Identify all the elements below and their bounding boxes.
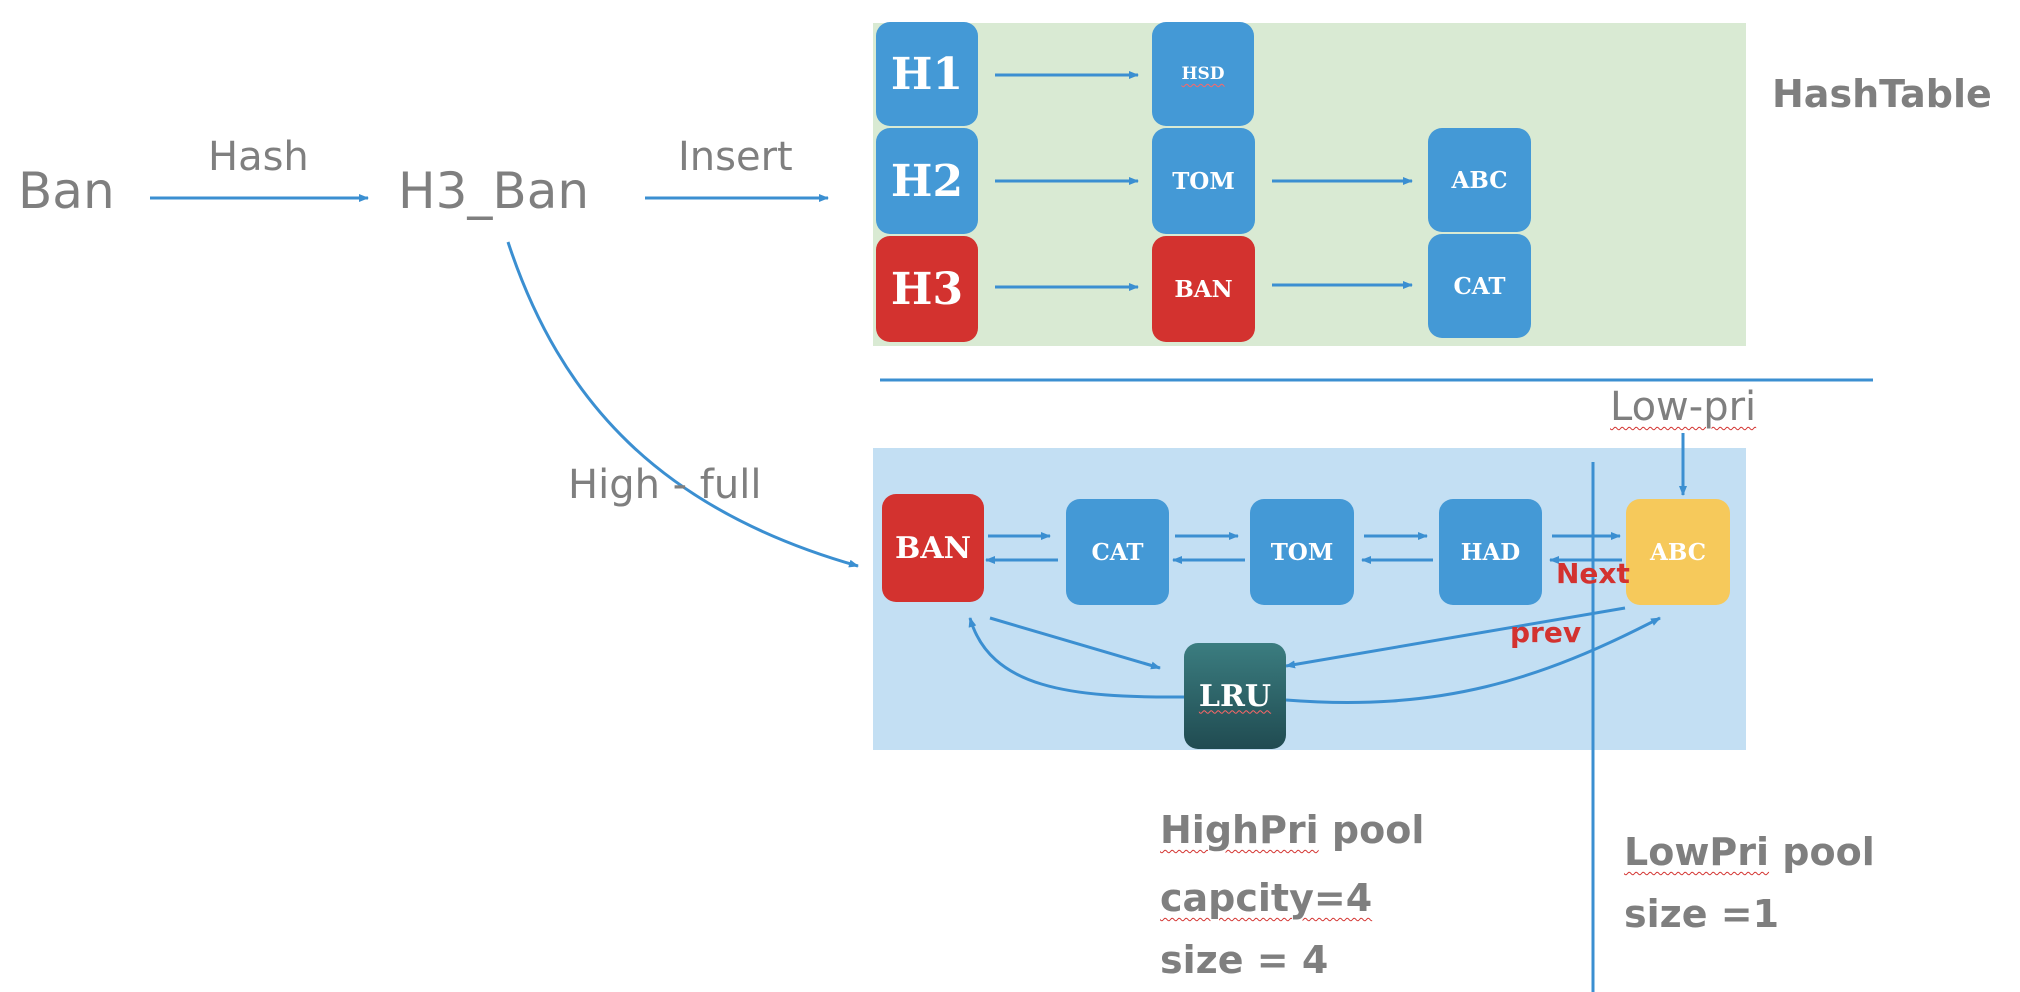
low-pri-text: Low-pri	[1610, 384, 1757, 430]
lru-head-node: LRU	[1184, 643, 1286, 749]
hash-entry-hsd-label: HSD	[1181, 64, 1225, 84]
high-pool-suffix: pool	[1318, 808, 1425, 852]
lru-head-label: LRU	[1198, 678, 1272, 714]
low-pool-title: LowPri pool	[1624, 830, 1875, 874]
hash-table-panel	[873, 23, 1746, 346]
low-pool-size: size =1	[1624, 892, 1780, 936]
high-pool-capacity: capcity=4	[1160, 876, 1372, 920]
prev-label: prev	[1510, 616, 1582, 649]
high-full-arrow	[506, 241, 859, 568]
high-pool-title: HighPri pool	[1160, 808, 1424, 852]
low-pool-suffix: pool	[1769, 830, 1875, 874]
high-pool-capacity-text: capcity=4	[1160, 876, 1373, 920]
hash-entry-hsd: HSD	[1152, 22, 1254, 126]
ban-to-lru-arrow	[989, 616, 1161, 670]
lru-node-abc: ABC	[1626, 499, 1730, 605]
next-label: Next	[1556, 557, 1630, 590]
hash-entry-tom: TOM	[1152, 128, 1255, 234]
bucket-h3: H3	[876, 236, 978, 342]
lru-node-tom: TOM	[1250, 499, 1354, 605]
lru-to-abc-arrow	[1285, 616, 1661, 704]
hash-table-title: HashTable	[1772, 72, 1992, 116]
lru-to-ban-arrow	[968, 617, 1185, 699]
input-key-label: Ban	[18, 162, 115, 220]
hash-entry-cat: CAT	[1428, 234, 1531, 338]
hashed-key-label: H3_Ban	[398, 162, 590, 220]
hash-label: Hash	[208, 134, 309, 180]
high-pool-name: HighPri	[1160, 808, 1319, 852]
high-full-label: High - full	[568, 462, 762, 508]
bucket-h1: H1	[876, 22, 978, 126]
lru-node-ban: BAN	[882, 494, 984, 602]
abc-to-lru-arrow	[1285, 606, 1626, 669]
low-pri-label: Low-pri	[1610, 384, 1756, 430]
insert-label: Insert	[678, 134, 793, 180]
lru-node-cat: CAT	[1066, 499, 1169, 605]
low-pool-name: LowPri	[1624, 830, 1770, 874]
hash-entry-abc: ABC	[1428, 128, 1531, 232]
lru-node-had: HAD	[1439, 499, 1542, 605]
high-pool-size: size = 4	[1160, 938, 1329, 982]
bucket-h2: H2	[876, 128, 978, 234]
hash-entry-ban: BAN	[1152, 236, 1255, 342]
